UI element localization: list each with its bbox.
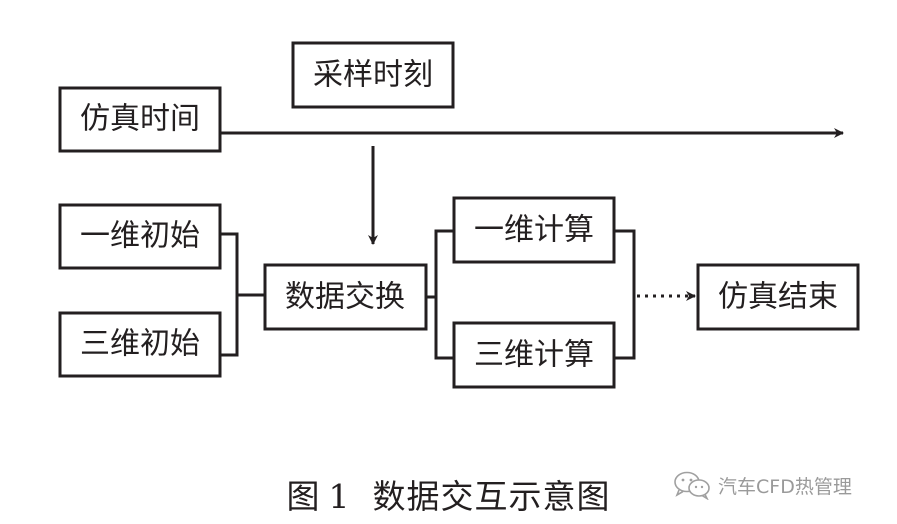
- node-calc-3d: 三维计算: [452, 321, 616, 389]
- node-data-exchange: 数据交换: [263, 263, 428, 331]
- node-sampling-moment-label: 采样时刻: [313, 58, 433, 93]
- watermark: 汽车CFD热管理: [672, 470, 852, 500]
- node-sim-time-label: 仿真时间: [80, 102, 200, 137]
- caption-number: 1: [328, 477, 351, 516]
- init-merge-bracket: [220, 232, 265, 357]
- calc-split-bracket: [426, 229, 454, 360]
- node-sampling-moment: 采样时刻: [291, 41, 455, 109]
- watermark-text: 汽车CFD热管理: [718, 475, 852, 498]
- node-init-3d: 三维初始: [58, 311, 222, 378]
- node-calc-1d: 一维计算: [452, 196, 616, 264]
- node-sim-time: 仿真时间: [58, 86, 222, 153]
- caption-label: 图: [286, 477, 321, 516]
- node-sim-end: 仿真结束: [696, 263, 860, 331]
- wechat-icon: [674, 471, 710, 500]
- calc-merge-bracket: [614, 229, 636, 360]
- node-sim-end-label: 仿真结束: [718, 280, 838, 315]
- node-calc-1d-label: 一维计算: [474, 213, 594, 248]
- node-init-3d-label: 三维初始: [80, 327, 200, 362]
- node-init-1d-label: 一维初始: [80, 219, 200, 254]
- node-data-exchange-label: 数据交换: [285, 280, 405, 315]
- caption-title: 数据交互示意图: [372, 477, 611, 516]
- node-calc-3d-label: 三维计算: [474, 338, 594, 373]
- node-init-1d: 一维初始: [58, 203, 222, 270]
